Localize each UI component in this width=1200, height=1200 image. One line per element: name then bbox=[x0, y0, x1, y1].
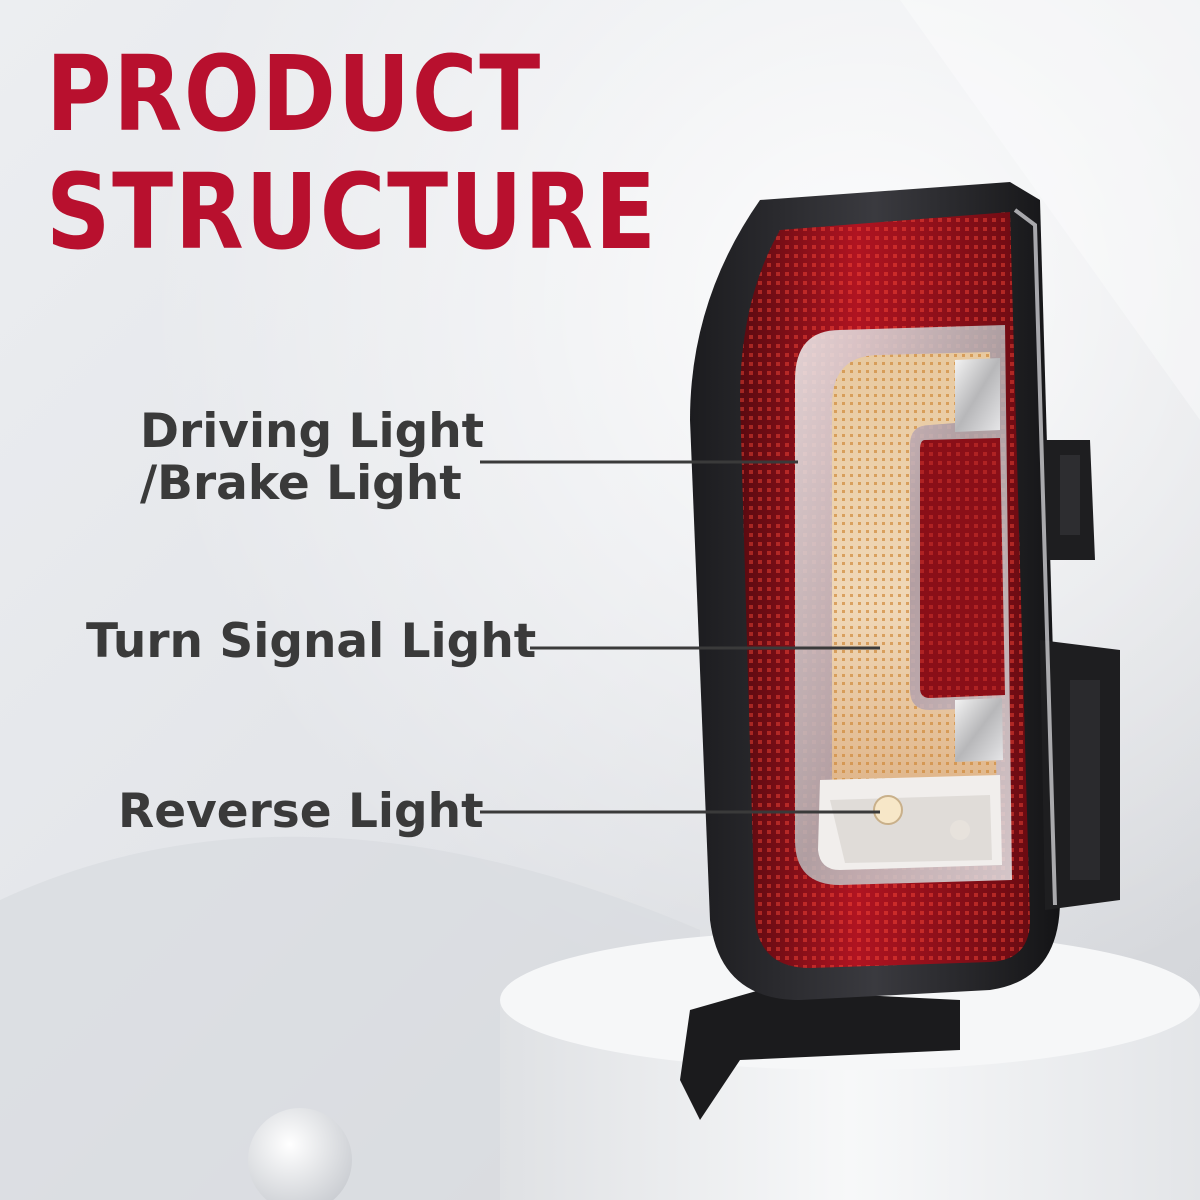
page-title-line2: STRUCTURE bbox=[46, 151, 658, 273]
page-title-line1: PRODUCT bbox=[46, 33, 543, 155]
turn-signal-light-label: Turn Signal Light bbox=[86, 614, 537, 669]
driving-light-label-line2: /Brake Light bbox=[140, 456, 462, 511]
decorative-sphere bbox=[248, 1108, 352, 1200]
driving-light-label-line1: Driving Light bbox=[140, 404, 485, 459]
reverse-light-label: Reverse Light bbox=[118, 784, 484, 839]
